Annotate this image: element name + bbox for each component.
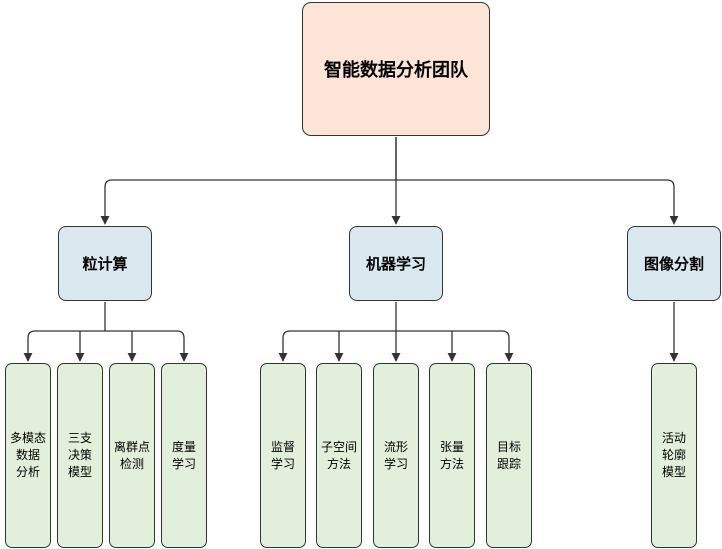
leaf-node: 离群点 检测 xyxy=(109,363,155,548)
root-label: 智能数据分析团队 xyxy=(324,60,468,81)
category-label: 图像分割 xyxy=(643,255,704,273)
leaf-label: 张量 方法 xyxy=(439,439,464,471)
leaf-label: 流形 学习 xyxy=(383,439,408,471)
category-label: 粒计算 xyxy=(82,255,128,273)
leaf-label: 活动 轮廓 模型 xyxy=(661,431,686,479)
leaf-label: 目标 跟踪 xyxy=(496,439,521,471)
category-image-segmentation: 图像分割 xyxy=(627,226,721,301)
connector-granular-group-4 xyxy=(105,330,189,362)
connector-root-to-granular xyxy=(100,137,397,225)
leaf-node: 活动 轮廓 模型 xyxy=(651,363,697,548)
leaf-node: 目标 跟踪 xyxy=(486,363,532,548)
leaf-node: 流形 学习 xyxy=(373,363,419,548)
category-granular-computing: 粒计算 xyxy=(58,226,152,301)
category-machine-learning: 机器学习 xyxy=(349,226,443,301)
connector-ml-group-1 xyxy=(278,302,397,362)
leaf-label: 子空间 方法 xyxy=(320,439,357,471)
leaf-label: 监督 学习 xyxy=(270,439,295,471)
leaf-label: 三支 决策 模型 xyxy=(67,431,92,479)
leaf-node: 多模态 数据 分析 xyxy=(5,363,51,548)
leaf-node: 子空间 方法 xyxy=(316,363,362,548)
leaf-node: 度量 学习 xyxy=(161,363,207,548)
root-node: 智能数据分析团队 xyxy=(302,2,490,136)
leaf-label: 度量 学习 xyxy=(171,439,196,471)
leaf-node: 监督 学习 xyxy=(260,363,306,548)
connector-granular-group-1 xyxy=(23,302,106,362)
leaf-label: 离群点 检测 xyxy=(113,439,150,471)
leaf-label: 多模态 数据 分析 xyxy=(9,431,46,479)
category-label: 机器学习 xyxy=(365,255,426,273)
leaf-node: 三支 决策 模型 xyxy=(57,363,103,548)
connector-root-to-segmentation xyxy=(396,179,679,225)
connector-ml-group-5 xyxy=(396,330,514,362)
leaf-node: 张量 方法 xyxy=(429,363,475,548)
